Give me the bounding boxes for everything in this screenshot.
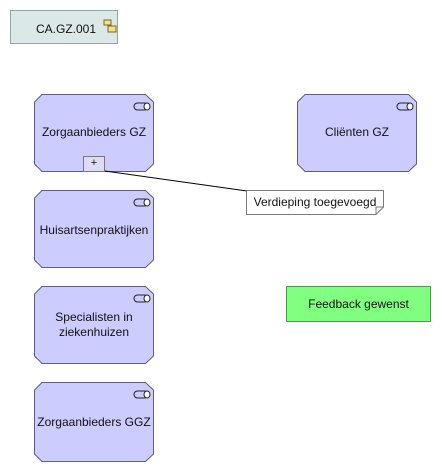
- expand-button[interactable]: +: [83, 156, 105, 172]
- role-icon: [133, 294, 151, 303]
- group-icon: [103, 19, 117, 33]
- role-zorgaanbieders-ggz[interactable]: [34, 382, 154, 462]
- group-ca-gz-001[interactable]: CA.GZ.001: [10, 10, 118, 44]
- role-icon: [396, 102, 414, 111]
- feedback-label: Feedback gewenst: [308, 297, 409, 311]
- role-specialisten-in-ziekenhuizen[interactable]: [34, 286, 154, 364]
- note-label: Verdieping toegevoegd: [253, 195, 377, 209]
- role-huisartsenpraktijken[interactable]: [34, 190, 154, 268]
- role-icon: [133, 198, 151, 207]
- group-label: CA.GZ.001: [36, 22, 97, 36]
- role-icon: [133, 102, 151, 111]
- role-icon: [133, 390, 151, 399]
- role-clienten-gz[interactable]: [297, 94, 417, 172]
- role-zorgaanbieders-gz[interactable]: [34, 94, 154, 172]
- feedback-gewenst-box[interactable]: Feedback gewenst: [286, 286, 431, 322]
- note-verdieping-toegevoegd[interactable]: [246, 190, 386, 216]
